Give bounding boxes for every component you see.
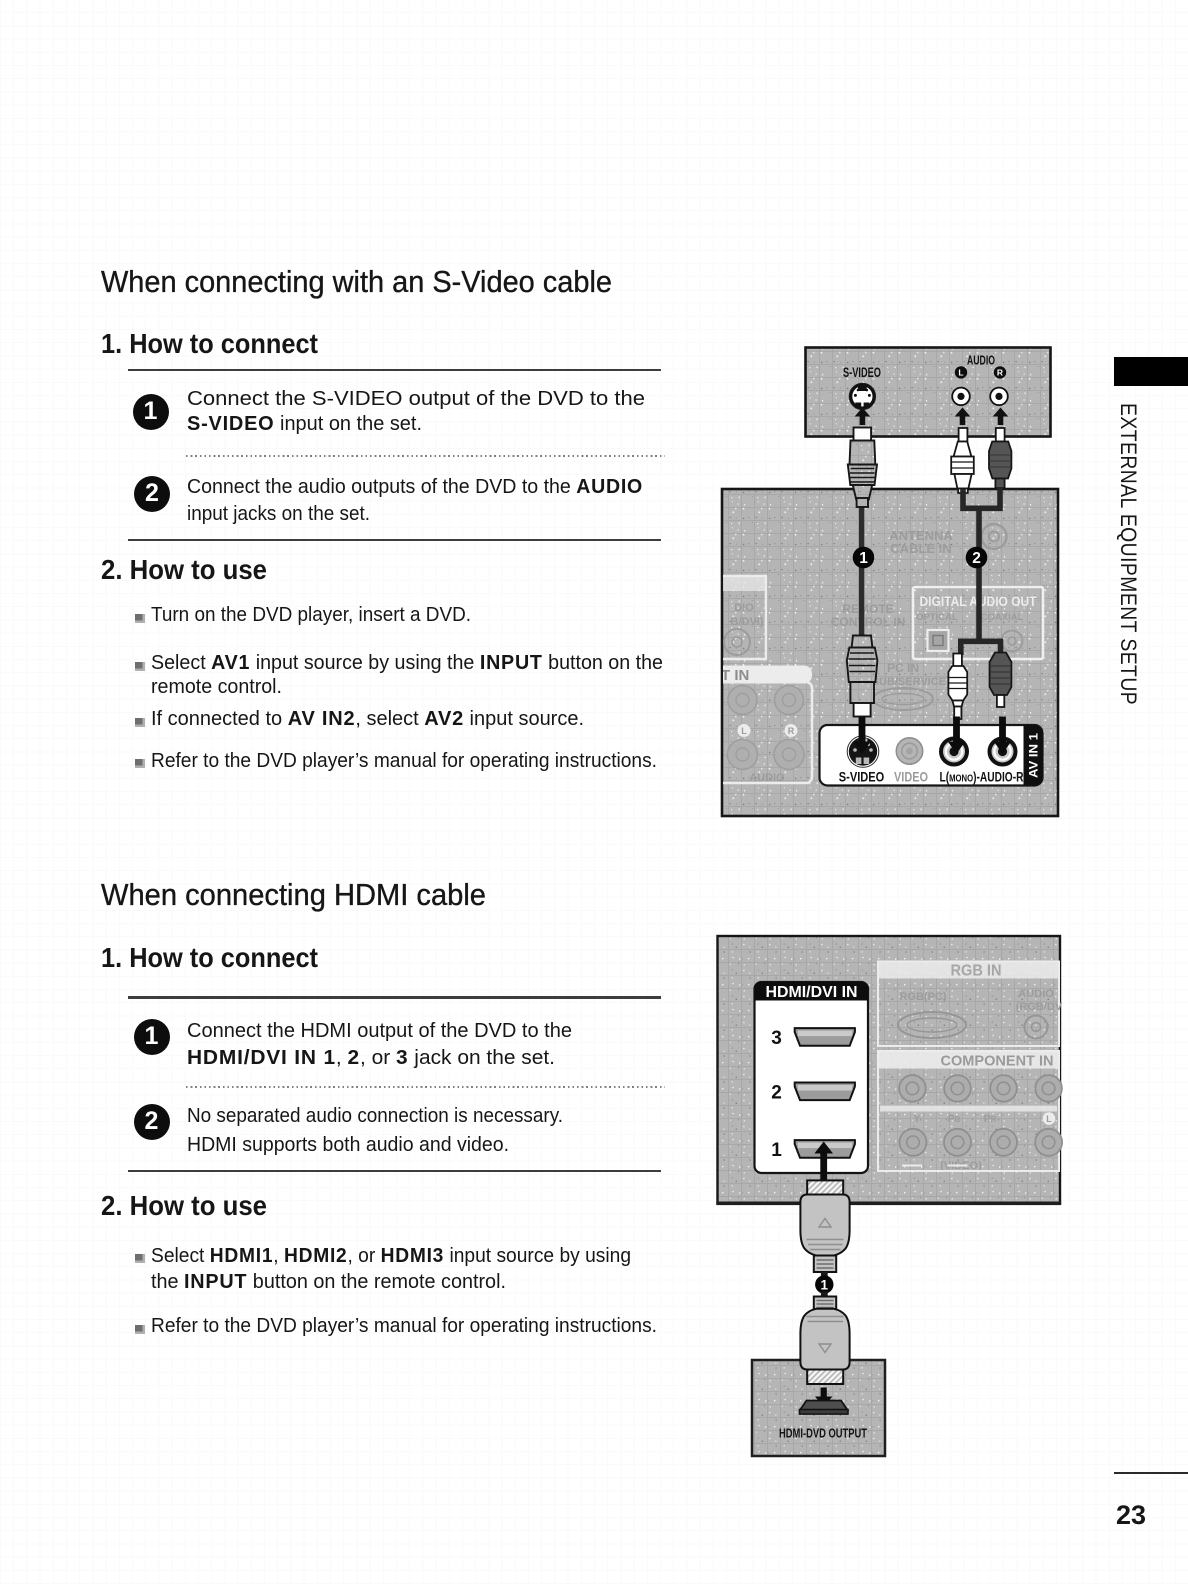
svg-text:R: R bbox=[997, 368, 1003, 378]
svg-text:OPTICAL: OPTICAL bbox=[916, 612, 958, 623]
svg-text:(D-SUB/SERVICE): (D-SUB/SERVICE) bbox=[856, 676, 950, 688]
svg-text:VIDEO: VIDEO bbox=[894, 770, 928, 785]
svg-text:S-VIDEO: S-VIDEO bbox=[839, 770, 885, 785]
svg-text:ANTENNA: ANTENNA bbox=[889, 528, 953, 543]
svg-text:1: 1 bbox=[771, 1140, 782, 1161]
svg-text:PC IN: PC IN bbox=[887, 661, 919, 675]
svg-text:L: L bbox=[741, 726, 747, 736]
svg-text:Y: Y bbox=[913, 1113, 920, 1125]
svg-text:COMPONENT IN: COMPONENT IN bbox=[941, 1053, 1054, 1070]
svg-text:REMOTE: REMOTE bbox=[842, 602, 893, 616]
svg-text:2: 2 bbox=[972, 550, 981, 567]
svg-text:AUDIO: AUDIO bbox=[1018, 988, 1054, 1000]
svg-text:L: L bbox=[958, 368, 963, 378]
svg-text:1: 1 bbox=[821, 1278, 829, 1293]
svg-text:DIO: DIO bbox=[734, 602, 754, 614]
svg-text:PB: PB bbox=[948, 1113, 961, 1125]
svg-text:HDMI/DVI IN: HDMI/DVI IN bbox=[766, 984, 858, 1001]
svg-text:HDMI-DVD OUTPUT: HDMI-DVD OUTPUT bbox=[779, 1427, 867, 1441]
svg-text:L(MONO)-AUDIO-R: L(MONO)-AUDIO-R bbox=[940, 770, 1024, 785]
svg-text:CONTROL IN: CONTROL IN bbox=[831, 615, 905, 629]
svg-text:T IN: T IN bbox=[721, 667, 749, 684]
svg-text:B/DVI): B/DVI) bbox=[731, 616, 764, 628]
svg-text:COAXIAL: COAXIAL bbox=[981, 612, 1024, 623]
svg-text:AUDIO: AUDIO bbox=[749, 772, 785, 784]
svg-text:3: 3 bbox=[771, 1028, 782, 1049]
svg-text:AUDIO: AUDIO bbox=[967, 354, 995, 368]
svg-text:CABLE IN: CABLE IN bbox=[890, 541, 951, 556]
svg-text:S-VIDEO: S-VIDEO bbox=[843, 365, 881, 380]
svg-text:2: 2 bbox=[771, 1083, 782, 1104]
svg-text:RGB(PC): RGB(PC) bbox=[899, 991, 946, 1003]
svg-text:1: 1 bbox=[859, 550, 868, 567]
svg-text:R: R bbox=[788, 726, 795, 736]
svg-text:L: L bbox=[1046, 1114, 1052, 1124]
svg-text:RGB IN: RGB IN bbox=[951, 963, 1002, 980]
svg-text:PR: PR bbox=[984, 1113, 997, 1125]
svg-text:(RGB/DV: (RGB/DV bbox=[1016, 1001, 1063, 1013]
svg-text:AV IN 1: AV IN 1 bbox=[1027, 733, 1041, 778]
